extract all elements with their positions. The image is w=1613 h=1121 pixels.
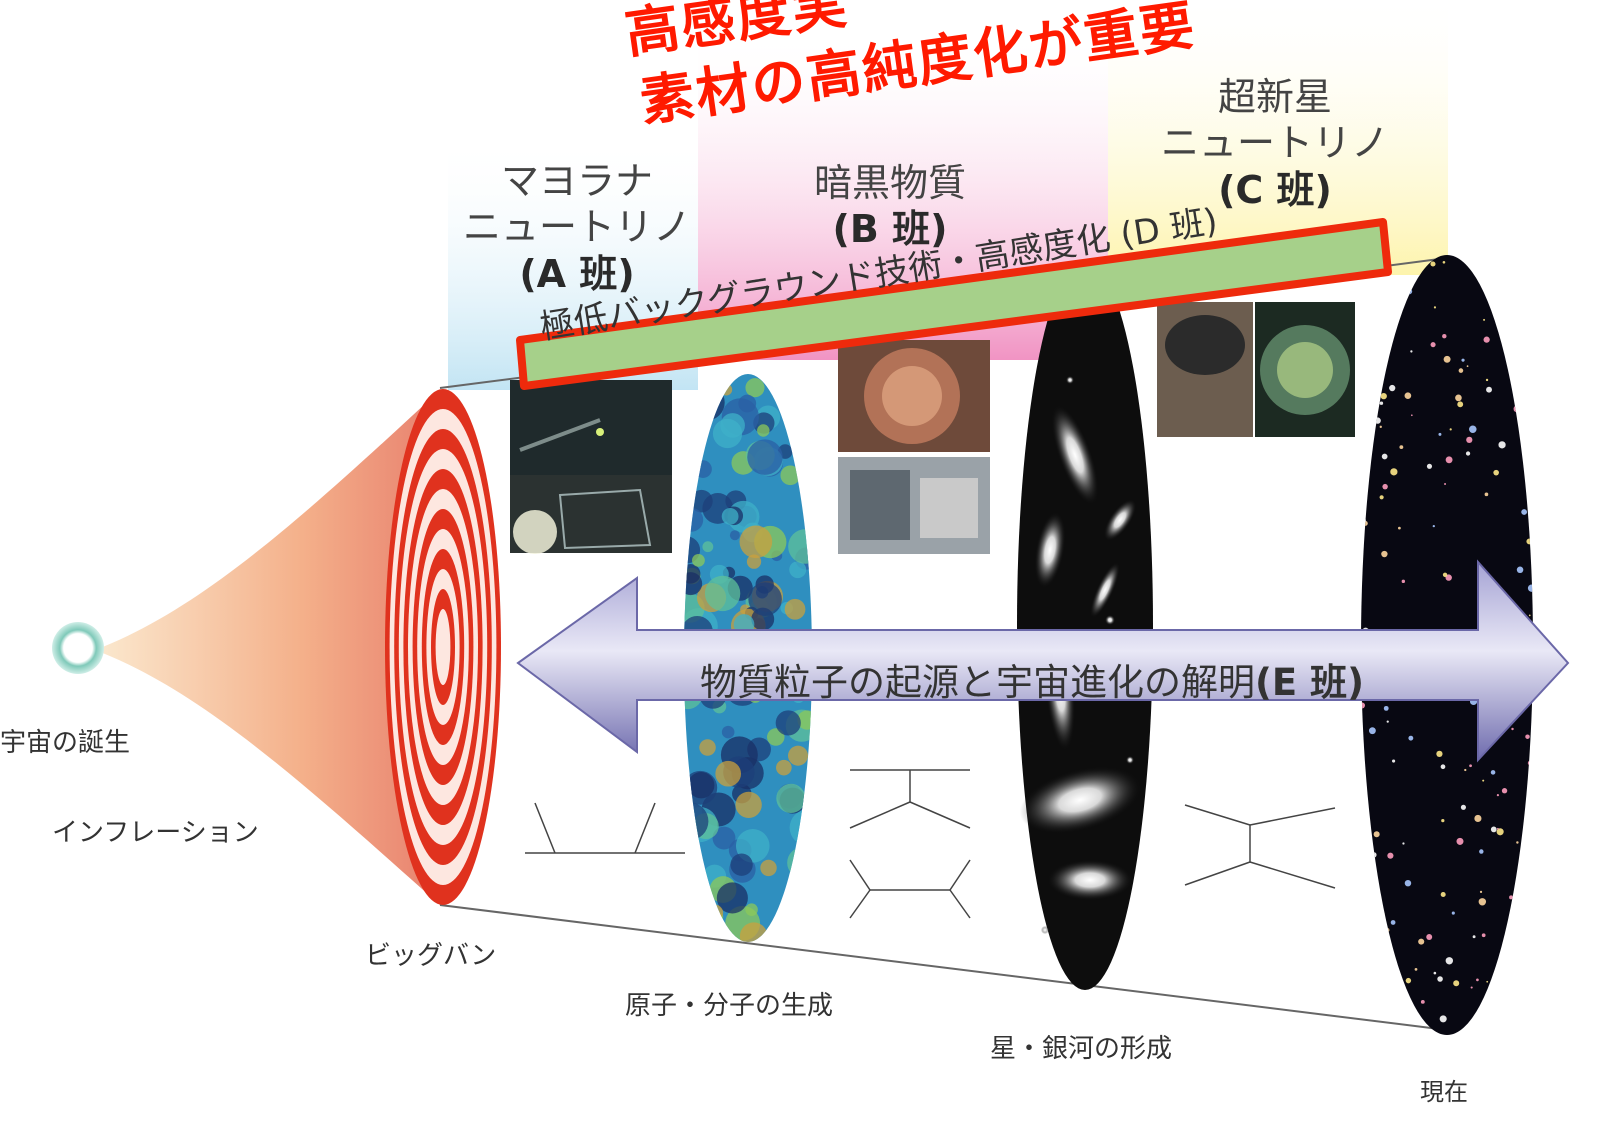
feynman-diagram-c <box>1184 804 1336 889</box>
group-c-code: (C 班) <box>1218 167 1332 212</box>
photo-a-top <box>510 380 672 475</box>
e-arrow-label: 物質粒子の起源と宇宙進化の解明(E 班) <box>700 652 1364 706</box>
feynman-diagram-b1 <box>849 769 971 829</box>
label-inflation: インフレーション <box>52 818 259 848</box>
e-arrow-text: 物質粒子の起源と宇宙進化の解明 <box>700 661 1255 704</box>
group-a-line-1: マヨラナ <box>500 159 653 203</box>
e-arrow-code: (E 班) <box>1255 661 1364 704</box>
label-bigbang: ビッグバン <box>365 941 497 971</box>
e-double-arrow <box>516 559 1570 763</box>
inflation-cone <box>95 390 440 905</box>
group-c-line-2: ニュートリノ <box>1160 121 1389 166</box>
group-a-code: (A 班) <box>519 251 635 296</box>
universe-birth-seed <box>52 622 104 674</box>
label-galaxies: 星・銀河の形成 <box>990 1034 1173 1064</box>
group-c-line-1: 超新星 <box>1217 75 1332 119</box>
label-atoms: 原子・分子の生成 <box>625 991 834 1021</box>
group-a-label: マヨラナ ニュートリノ (A 班) <box>452 158 702 297</box>
group-a-line-2: ニュートリノ <box>462 205 691 250</box>
label-birth: 宇宙の誕生 <box>0 728 131 758</box>
group-c-label: 超新星 ニュートリノ (C 班) <box>1145 74 1405 213</box>
bigbang-rings <box>385 389 501 905</box>
label-present: 現在 <box>1420 1078 1468 1106</box>
feynman-diagram-b2 <box>849 859 971 919</box>
group-b-line-1: 暗黒物質 <box>813 161 966 205</box>
group-b-label: 暗黒物質 (B 班) <box>770 160 1010 253</box>
group-c-tint <box>1108 0 1448 275</box>
feynman-diagram-a <box>525 802 685 854</box>
d-band-frame <box>516 218 1392 390</box>
group-b-code: (B 班) <box>832 207 948 252</box>
tunnel-bottom-edge <box>439 904 1448 1031</box>
